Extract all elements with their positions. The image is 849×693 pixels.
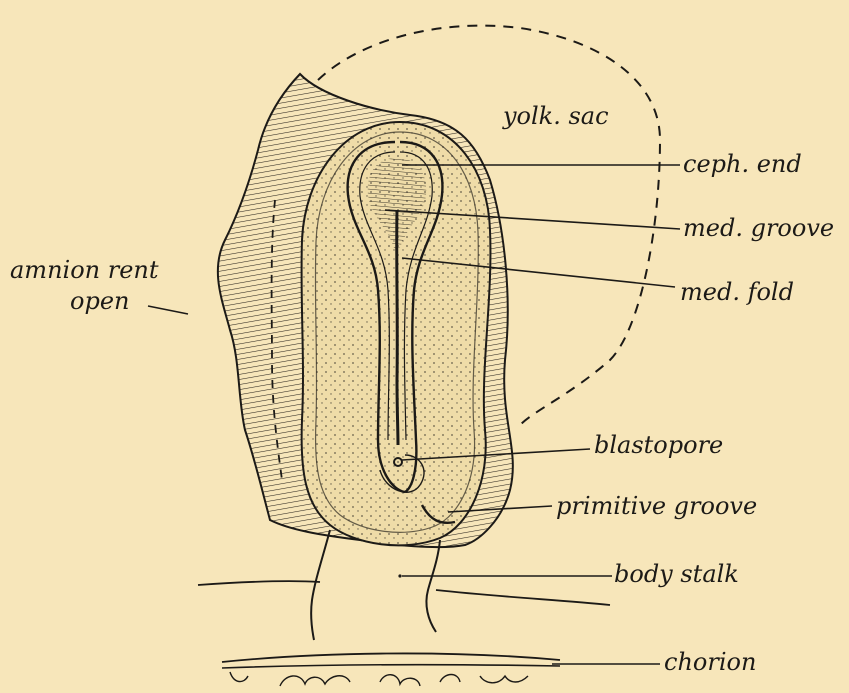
label-open: open <box>70 289 129 313</box>
body-stalk-dot <box>398 574 401 577</box>
chorion-villi <box>230 672 528 686</box>
medullary-groove-line <box>397 210 398 445</box>
label-chorion: chorion <box>664 650 756 674</box>
body-stalk-right <box>426 540 440 632</box>
stalk-ground-left <box>198 581 320 585</box>
body-stalk-left <box>311 530 330 640</box>
label-primitive-groove: primitive groove <box>556 494 757 518</box>
label-amnion-rent: amnion rent <box>10 258 159 282</box>
label-yolk-sac: yolk. sac <box>503 104 609 128</box>
label-med-fold: med. fold <box>680 280 794 304</box>
label-body-stalk: body stalk <box>614 562 739 586</box>
stalk-ground-right <box>436 590 610 605</box>
chorion-bottom <box>222 665 560 668</box>
chorion-top <box>222 653 560 662</box>
label-med-groove: med. groove <box>683 216 834 240</box>
label-blastopore: blastopore <box>594 433 723 457</box>
label-ceph-end: ceph. end <box>683 152 802 176</box>
